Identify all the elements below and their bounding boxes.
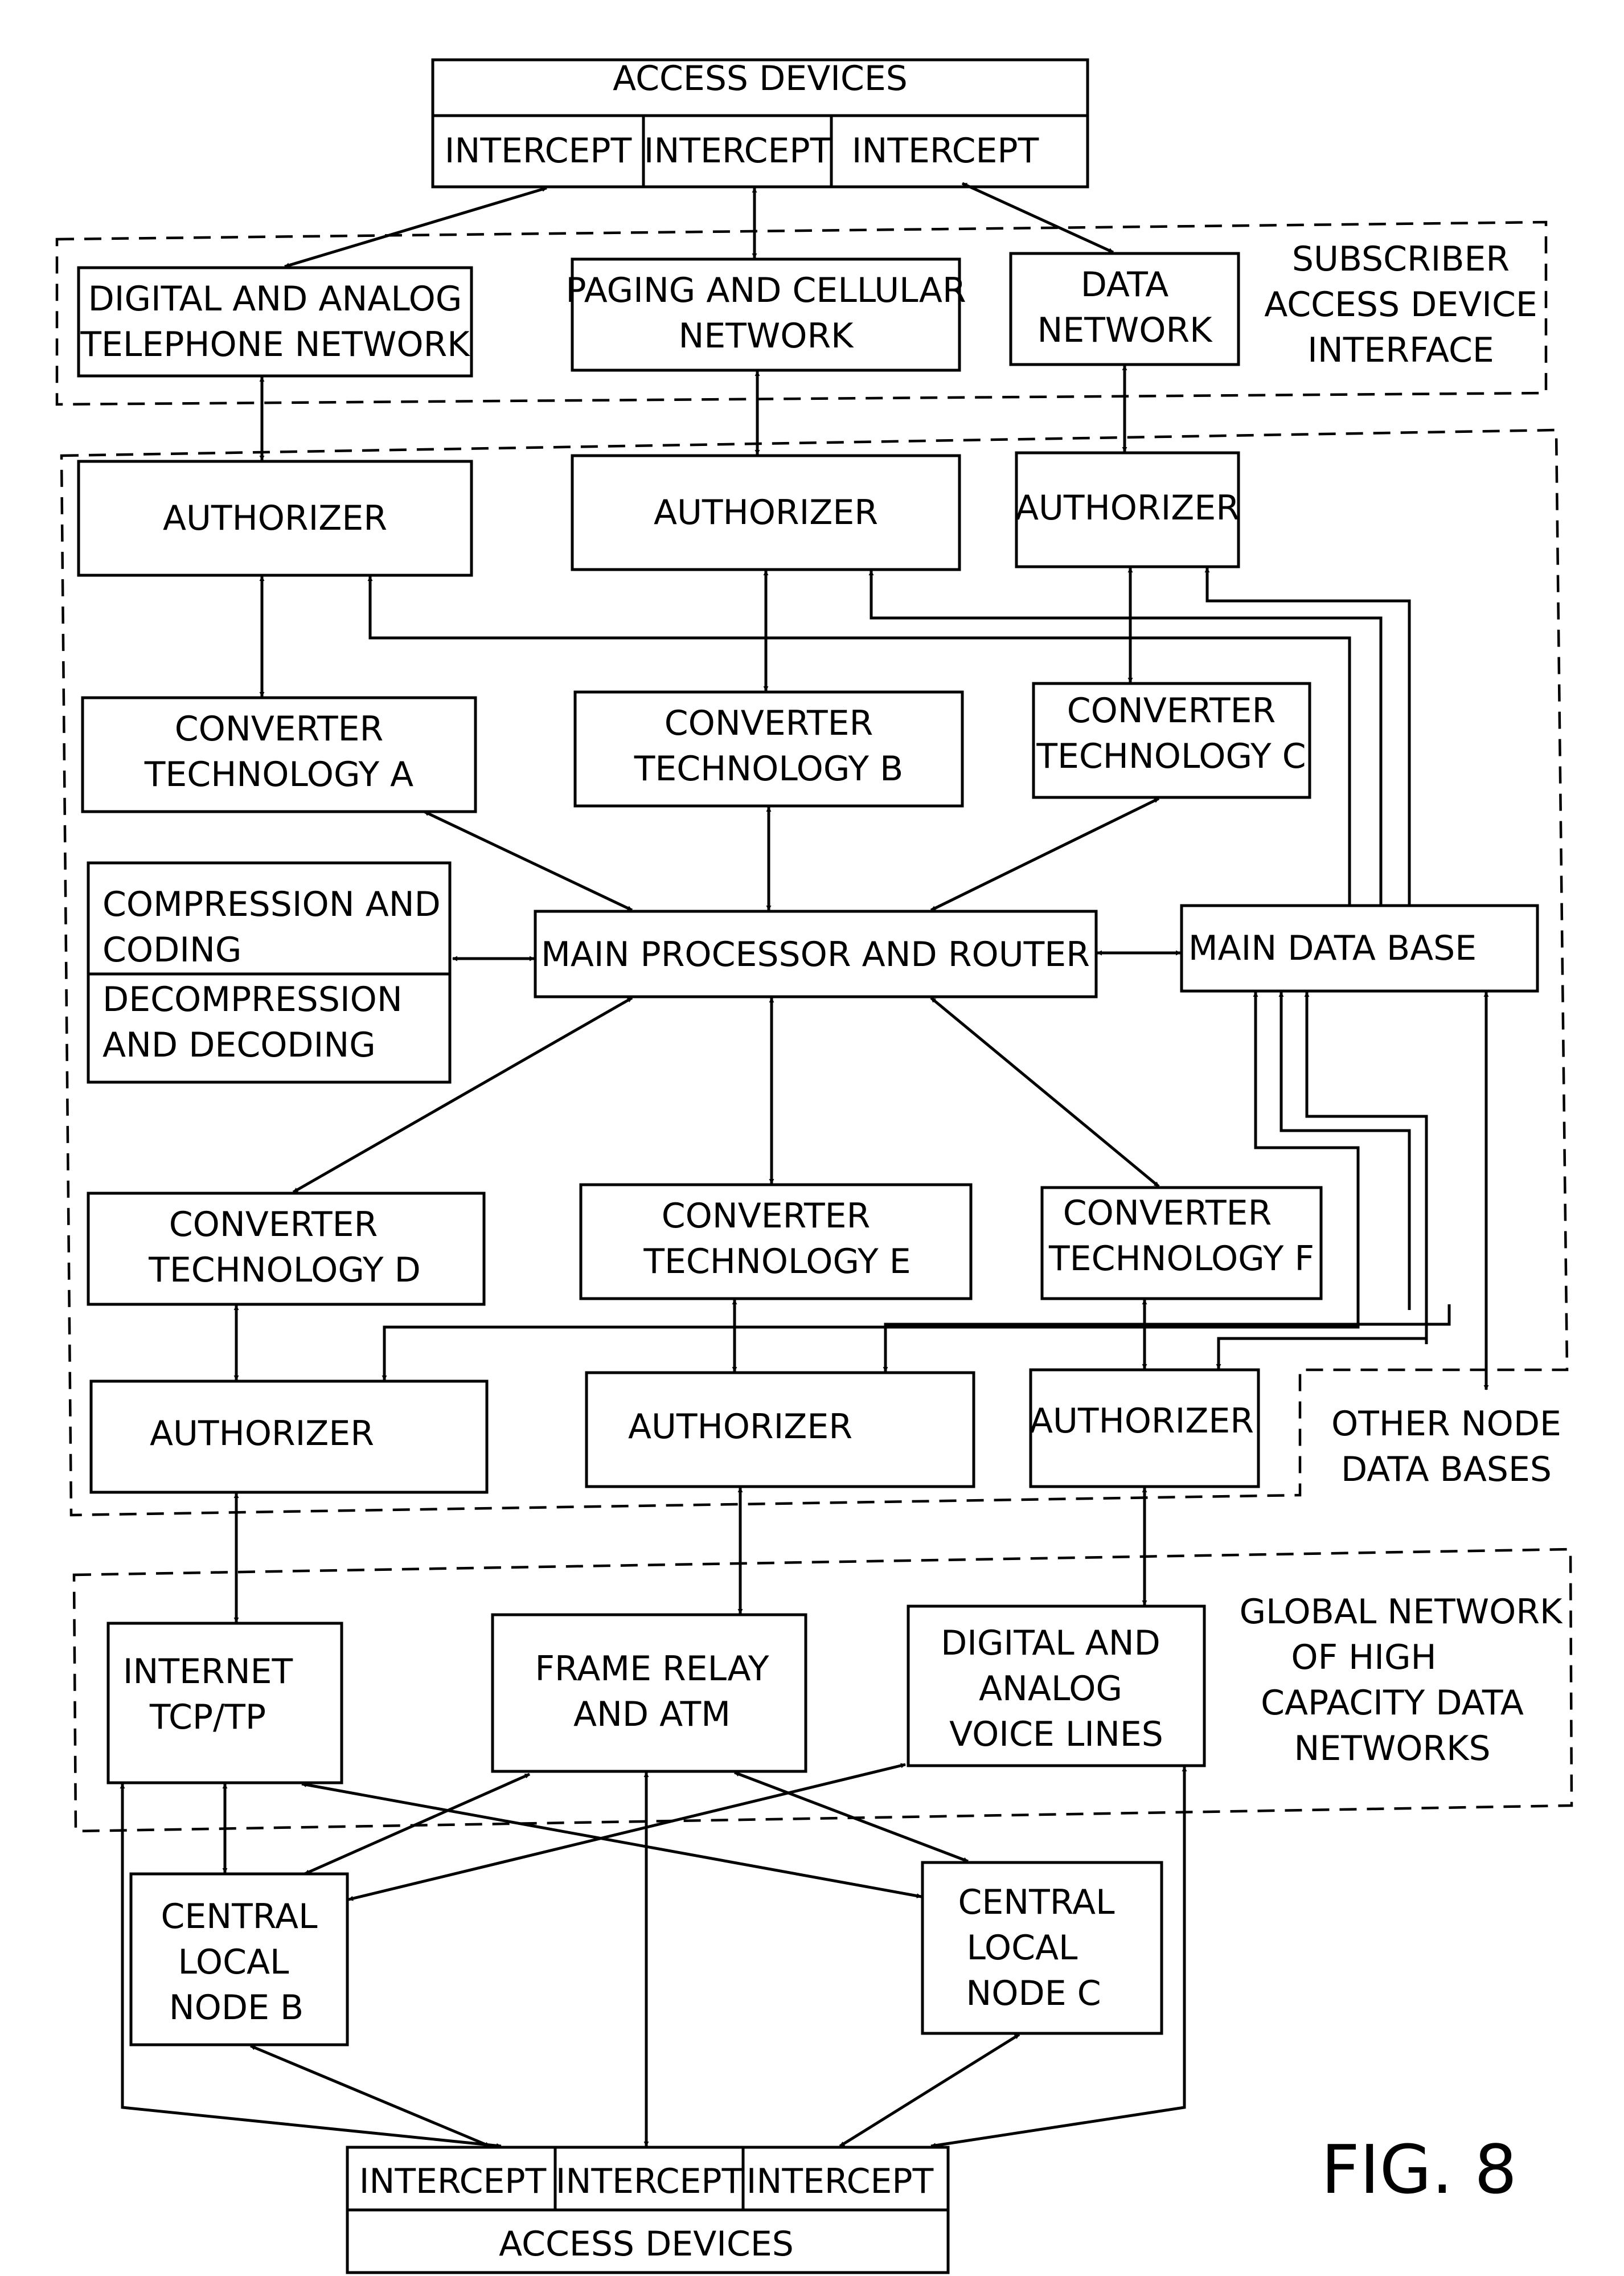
svg-text:NODE B: NODE B [169,1988,304,2028]
data-network: DATA NETWORK [1011,253,1238,365]
svg-text:CONVERTER: CONVERTER [662,1196,871,1236]
svg-text:NETWORKS: NETWORKS [1294,1729,1490,1769]
main-data-base: MAIN DATA BASE [1182,906,1537,991]
authorizer-lower-2: AUTHORIZER [587,1373,974,1487]
intercept-bottom-1: INTERCEPT [359,2162,547,2201]
authorizer-upper-3: AUTHORIZER [1015,453,1240,567]
svg-text:ACCESS DEVICE: ACCESS DEVICE [1264,285,1537,325]
converter-technology-c: CONVERTER TECHNOLOGY C [1034,683,1310,797]
svg-text:AUTHORIZER: AUTHORIZER [1015,488,1240,528]
authorizer-lower-3: AUTHORIZER [1030,1370,1258,1487]
svg-text:AUTHORIZER: AUTHORIZER [163,498,387,538]
paging-cellular-network: PAGING AND CELLULAR NETWORK [565,259,966,370]
svg-text:NODE C: NODE C [966,1974,1101,2013]
authorizer-upper-1: AUTHORIZER [79,461,471,575]
svg-text:LOCAL: LOCAL [967,1928,1078,1968]
svg-text:PAGING AND CELLULAR: PAGING AND CELLULAR [565,271,966,310]
svg-text:SUBSCRIBER: SUBSCRIBER [1292,239,1510,279]
main-processor-and-router: MAIN PROCESSOR AND ROUTER [535,911,1096,997]
internet-tcp-tp: INTERNET TCP/TP [108,1623,342,1783]
svg-text:MAIN PROCESSOR AND ROUTER: MAIN PROCESSOR AND ROUTER [541,935,1090,975]
authorizer-lower-1: AUTHORIZER [91,1381,487,1492]
digital-analog-telephone-network: DIGITAL AND ANALOG TELEPHONE NETWORK [79,268,471,376]
authorizer-upper-2: AUTHORIZER [572,456,959,570]
svg-text:INTERNET: INTERNET [123,1652,293,1692]
access-devices-bottom-title: ACCESS DEVICES [499,2224,794,2264]
svg-text:TECHNOLOGY F: TECHNOLOGY F [1048,1239,1314,1279]
subscriber-interface-label: SUBSCRIBER ACCESS DEVICE INTERFACE [1264,239,1537,370]
svg-text:OTHER NODE: OTHER NODE [1331,1404,1561,1444]
converter-technology-a: CONVERTER TECHNOLOGY A [83,698,475,812]
svg-text:CONVERTER: CONVERTER [175,709,384,749]
svg-text:CENTRAL: CENTRAL [958,1882,1115,1922]
intercept-top-3: INTERCEPT [852,131,1039,171]
svg-text:NETWORK: NETWORK [678,316,854,356]
svg-text:CONVERTER: CONVERTER [665,703,873,743]
svg-text:AUTHORIZER: AUTHORIZER [654,493,878,533]
svg-text:CENTRAL: CENTRAL [161,1897,318,1937]
svg-text:AUTHORIZER: AUTHORIZER [628,1407,852,1447]
svg-text:AND ATM: AND ATM [573,1694,731,1734]
svg-text:GLOBAL NETWORK: GLOBAL NETWORK [1240,1592,1563,1632]
converter-technology-e: CONVERTER TECHNOLOGY E [581,1185,971,1299]
svg-text:MAIN DATA BASE: MAIN DATA BASE [1188,928,1477,968]
access-devices-bottom: INTERCEPT INTERCEPT INTERCEPT ACCESS DEV… [347,2147,948,2273]
svg-text:DIGITAL AND: DIGITAL AND [941,1623,1160,1663]
intercept-top-2: INTERCEPT [644,131,831,171]
intercept-bottom-2: INTERCEPT [556,2162,743,2201]
svg-text:TECHNOLOGY A: TECHNOLOGY A [144,755,413,795]
access-devices-top: ACCESS DEVICES INTERCEPT INTERCEPT INTER… [433,59,1088,187]
svg-text:TECHNOLOGY D: TECHNOLOGY D [148,1250,421,1290]
digital-analog-voice-lines: DIGITAL AND ANALOG VOICE LINES [908,1606,1204,1766]
svg-text:COMPRESSION AND: COMPRESSION AND [102,885,441,924]
svg-text:FRAME RELAY: FRAME RELAY [535,1649,769,1689]
svg-text:CONVERTER: CONVERTER [1067,691,1276,731]
frame-relay-and-atm: FRAME RELAY AND ATM [493,1615,806,1771]
svg-text:TECHNOLOGY C: TECHNOLOGY C [1036,736,1306,776]
svg-text:DATA: DATA [1081,265,1169,305]
converter-technology-b: CONVERTER TECHNOLOGY B [575,692,962,806]
svg-text:TECHNOLOGY E: TECHNOLOGY E [643,1242,911,1282]
global-network-label: GLOBAL NETWORK OF HIGH CAPACITY DATA NET… [1240,1592,1563,1769]
svg-text:CONVERTER: CONVERTER [1063,1193,1272,1233]
access-devices-top-title: ACCESS DEVICES [613,59,908,99]
svg-text:DECOMPRESSION: DECOMPRESSION [102,980,403,1020]
svg-text:DATA BASES: DATA BASES [1341,1450,1552,1489]
intercept-bottom-3: INTERCEPT [747,2162,934,2201]
svg-text:TCP/TP: TCP/TP [149,1697,266,1737]
converter-technology-d: CONVERTER TECHNOLOGY D [88,1193,484,1304]
svg-text:AUTHORIZER: AUTHORIZER [1030,1401,1254,1441]
svg-text:INTERFACE: INTERFACE [1307,330,1494,370]
svg-text:LOCAL: LOCAL [178,1942,289,1982]
svg-text:DIGITAL AND ANALOG: DIGITAL AND ANALOG [88,279,462,319]
svg-text:CODING: CODING [102,930,241,970]
intercept-top-1: INTERCEPT [445,131,632,171]
svg-text:TELEPHONE NETWORK: TELEPHONE NETWORK [80,325,470,365]
svg-text:CONVERTER: CONVERTER [169,1205,378,1245]
svg-text:VOICE LINES: VOICE LINES [949,1714,1163,1754]
svg-text:TECHNOLOGY B: TECHNOLOGY B [634,749,904,789]
other-node-data-bases-label: OTHER NODE DATA BASES [1331,1404,1561,1489]
svg-text:AND DECODING: AND DECODING [102,1025,376,1065]
svg-text:CAPACITY DATA: CAPACITY DATA [1261,1683,1524,1723]
svg-text:OF HIGH: OF HIGH [1291,1638,1436,1677]
central-local-node-b: CENTRAL LOCAL NODE B [131,1874,347,2045]
compression-decompression-unit: COMPRESSION AND CODING DECOMPRESSION AND… [88,863,450,1082]
figure-label: FIG. 8 [1321,2130,1517,2209]
svg-text:NETWORK: NETWORK [1037,310,1213,350]
svg-text:ANALOG: ANALOG [979,1669,1122,1709]
central-local-node-c: CENTRAL LOCAL NODE C [922,1862,1162,2033]
svg-text:AUTHORIZER: AUTHORIZER [150,1414,374,1454]
converter-technology-f: CONVERTER TECHNOLOGY F [1042,1188,1321,1299]
